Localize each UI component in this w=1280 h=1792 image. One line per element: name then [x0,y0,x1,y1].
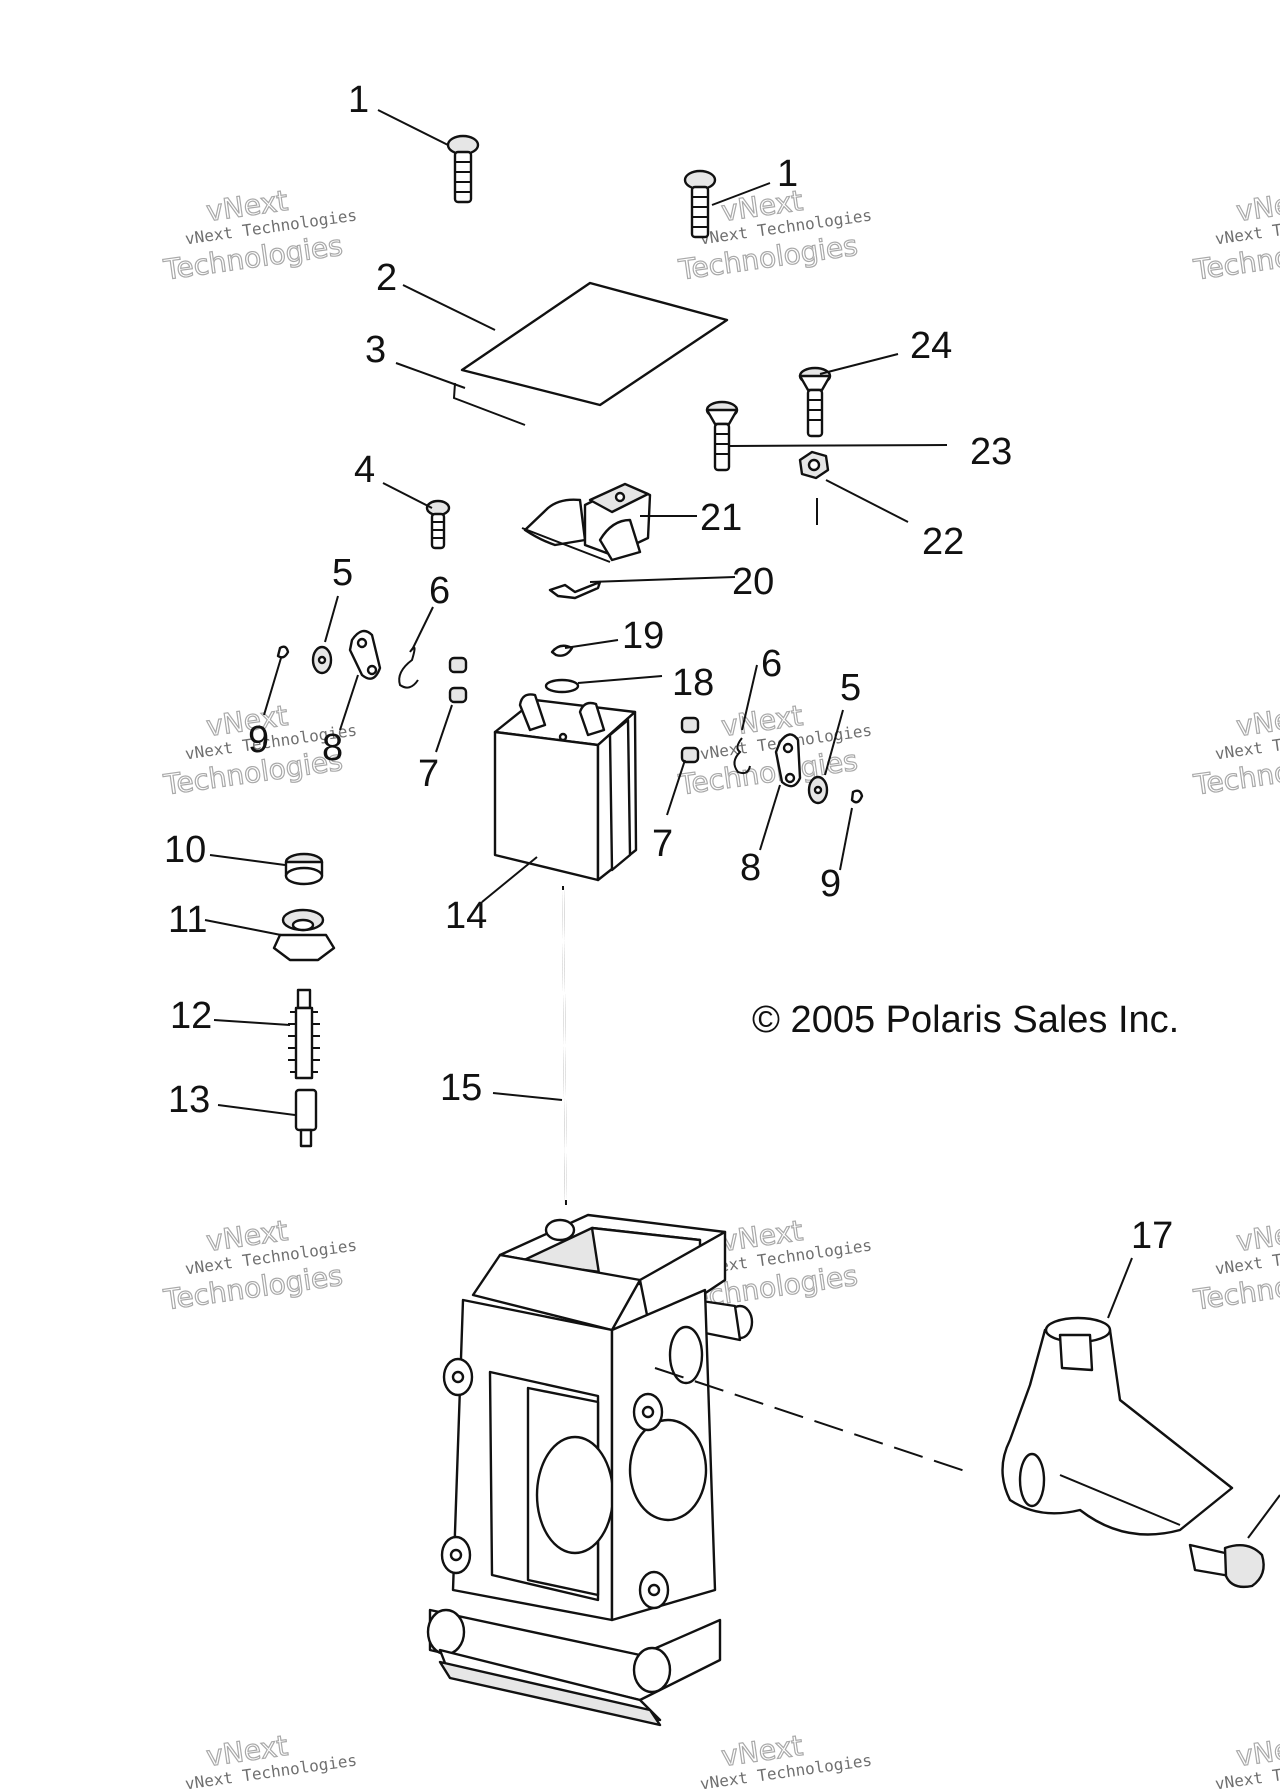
leader-lines [204,109,1133,1319]
callout-19: 19 [622,615,664,657]
part-washer-5b [807,775,829,805]
part-carburetor-body [426,1213,754,1727]
callout-21: 21 [700,497,742,539]
axis-line [654,1367,969,1473]
callout-14: 14 [445,895,487,937]
callout-5: 5 [332,552,353,594]
part-cover-17 [1001,1316,1234,1536]
part-link-8a [348,629,382,680]
watermark: vNext vNext Technologies Technologies [1190,183,1280,287]
callout-1: 1 [777,153,798,195]
callout-15: 15 [440,1067,482,1109]
callout-3: 3 [365,329,386,371]
part-screw-1b [683,169,717,239]
callout-9: 9 [820,863,841,905]
callout-24: 24 [910,325,952,367]
part-screw-right [1188,1494,1280,1589]
callout-17: 17 [1131,1215,1173,1257]
part-nut-11 [272,908,336,962]
part-clip-9b [850,789,864,804]
callout-4: 4 [354,449,375,491]
part-link-8b [774,733,802,788]
callout-23: 23 [970,431,1012,473]
callout-10: 10 [164,829,206,871]
part-clip-20 [548,580,602,600]
part-cover-plate [460,281,729,407]
callout-18: 18 [672,662,714,704]
part-gasket [452,382,526,426]
callout-22: 22 [922,521,964,563]
callout-20: 20 [732,561,774,603]
callout-1: 1 [348,79,369,121]
callout-5: 5 [840,667,861,709]
part-screw-1a [446,134,480,204]
part-spring-6a [398,646,419,689]
callout-7: 7 [652,823,673,865]
part-screw-23 [705,400,739,472]
part-block-14 [493,693,638,882]
part-clip-9a [276,645,290,659]
callout-6: 6 [429,570,450,612]
watermark: vNext vNext Technologies Technologies [1190,1213,1280,1317]
part-nut-22 [798,450,830,525]
callout-9: 9 [248,719,269,761]
callout-11: 11 [168,899,207,941]
part-spring-6b [733,737,751,775]
part-plunger-13 [294,1088,318,1148]
part-spring-12 [288,988,320,1080]
callout-2: 2 [376,257,397,299]
part-bushing-10 [284,852,324,886]
part-screw-24 [798,366,832,438]
watermark: vNext vNext Technologies Technologies [675,183,873,287]
callout-8: 8 [322,727,343,769]
part-bushing-7a [448,656,468,704]
callout-6: 6 [761,643,782,685]
part-washer-5a [311,645,333,675]
part-rod-15-inner [562,889,567,1201]
watermark: vNext vNext Technologies Technologies [160,1213,358,1317]
watermark: vNext vNext Technologies [699,1728,873,1792]
callout-numbers: 1 1 2 3 24 23 4 21 22 20 5 6 19 18 6 5 9… [164,79,1173,1257]
part-bracket-21 [521,482,652,563]
part-washer-18 [544,678,580,694]
watermark: vNext vNext Technologies [1214,1728,1280,1792]
callout-7: 7 [418,753,439,795]
watermark: vNext vNext Technologies Technologies [1190,698,1280,802]
callout-13: 13 [168,1079,210,1121]
watermark: vNext vNext Technologies [184,1728,358,1792]
copyright-notice: © 2005 Polaris Sales Inc. [752,999,1179,1041]
watermark: vNext vNext Technologies Technologies [160,183,358,287]
part-screw-4 [425,499,451,550]
callout-8: 8 [740,847,761,889]
callout-12: 12 [170,995,212,1037]
part-bushing-7b [680,716,700,764]
